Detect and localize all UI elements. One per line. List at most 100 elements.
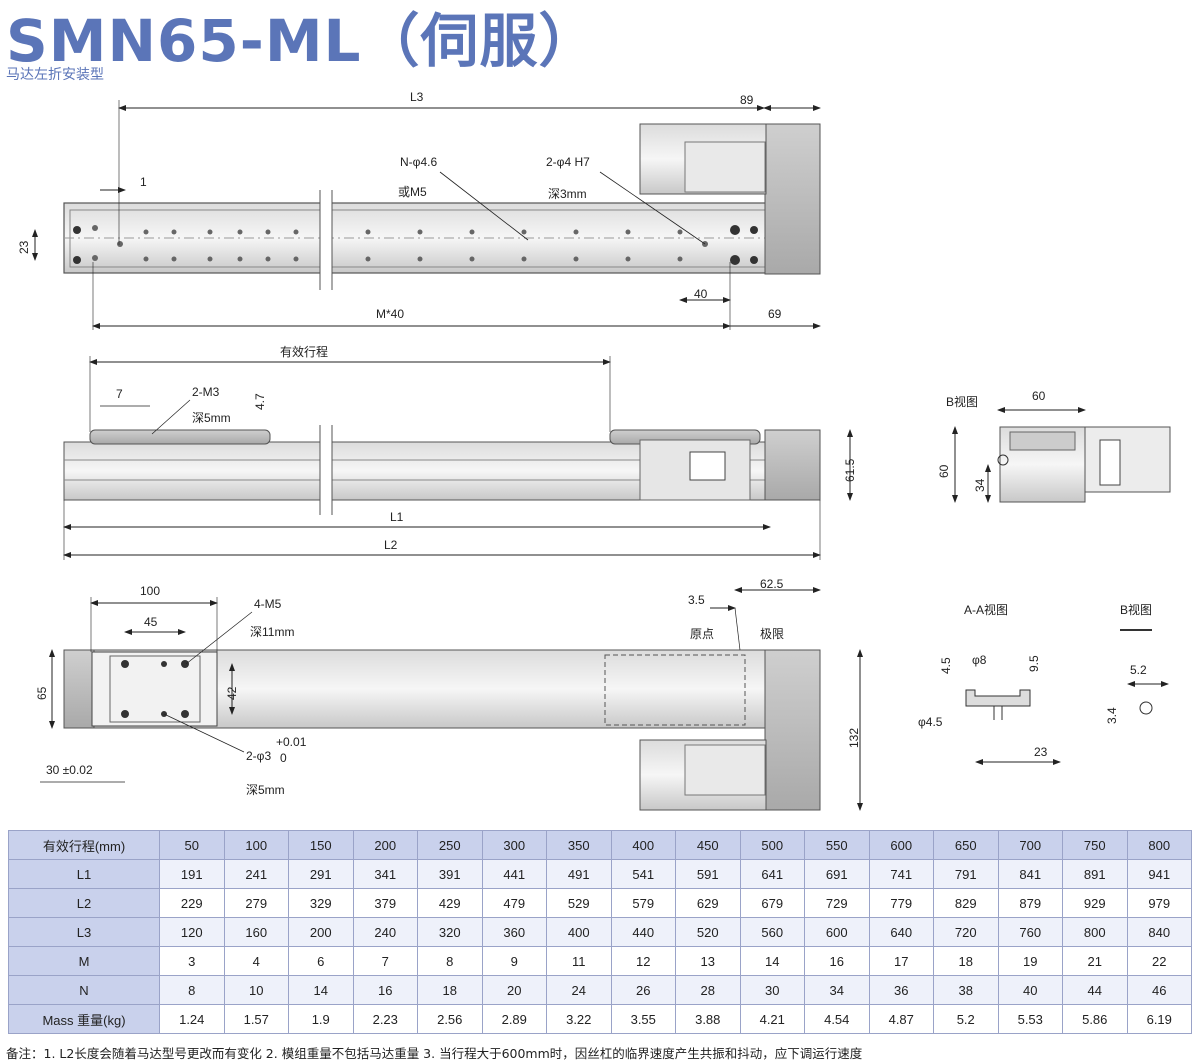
table-cell: 191 [159,859,225,889]
table-cell: 360 [481,917,547,947]
table-cell: 17 [868,946,934,976]
table-cell: 12 [610,946,676,976]
label-m5-depth: 深11mm [250,625,294,639]
table-cell: 24 [546,975,612,1005]
table-cell: 640 [868,917,934,947]
bottom-motor-housing [764,649,821,811]
table-cell: 8 [417,946,483,976]
label-pin3: 2-φ3 [246,749,271,763]
spec-table: 有效行程(mm) 50 100 150 200 250 300 350 400 … [8,830,1192,1034]
dim-4-7: 4.7 [253,393,267,410]
table-cell: 14 [288,975,354,1005]
table-cell: 20 [481,975,547,1005]
dim-L2: L2 [384,538,398,552]
table-cell: 19 [997,946,1063,976]
table-cell: 760 [997,917,1063,947]
table-cell: 560 [739,917,805,947]
table-cell: 34 [804,975,870,1005]
table-cell: 691 [804,859,870,889]
dim-45: 45 [144,615,158,629]
table-cell: 4.87 [868,1004,934,1034]
row-label: L3 [8,917,160,947]
table-cell: 750 [1062,830,1128,860]
table-cell: 30 [739,975,805,1005]
row-label: N [8,975,160,1005]
table-cell: 3.55 [610,1004,676,1034]
table-cell: 779 [868,888,934,918]
table-cell: 520 [675,917,741,947]
dim-23: 23 [17,240,31,254]
table-cell: 16 [804,946,870,976]
table-cell: 400 [610,830,676,860]
end-view: B视图 60 60 34 [937,389,1171,503]
table-cell: 1.9 [288,1004,354,1034]
row-label: M [8,946,160,976]
table-cell: 36 [868,975,934,1005]
dim-b-5-2: 5.2 [1130,663,1147,677]
dim-40: 40 [694,287,708,301]
table-cell: 541 [610,859,676,889]
table-cell: 6 [288,946,354,976]
table-cell: 729 [804,888,870,918]
label-m3: 2-M3 [192,385,220,399]
technical-drawing: L3 89 1 23 N-φ4.6 或M5 2-φ4 H7 深3mm 40 M*… [17,90,1171,811]
table-cell: 450 [675,830,741,860]
dim-b-3-4: 3.4 [1105,707,1119,724]
table-cell: 529 [546,888,612,918]
bottom-view: 100 45 4-M5 深11mm 65 42 2-φ3 +0.01 0 30 … [35,577,863,811]
dim-aa-phi8: φ8 [972,653,987,667]
dim-end-34: 34 [973,478,987,492]
table-cell: 320 [417,917,483,947]
table-cell: 400 [546,917,612,947]
side-carriage-left [89,429,271,445]
table-cell: 500 [739,830,805,860]
table-cell: 100 [223,830,289,860]
top-view: L3 89 1 23 N-φ4.6 或M5 2-φ4 H7 深3mm 40 M*… [17,90,821,330]
dim-61-5: 61.5 [843,458,857,482]
label-hole-n: N-φ4.6 [400,155,437,169]
table-cell: 550 [804,830,870,860]
row-label: L2 [8,888,160,918]
table-cell: 7 [352,946,418,976]
table-cell: 11 [546,946,612,976]
table-cell: 440 [610,917,676,947]
table-cell: 650 [933,830,999,860]
table-cell: 791 [933,859,999,889]
dim-62-5: 62.5 [760,577,784,591]
dim-30: 30 ±0.02 [46,763,93,777]
table-cell: 4.54 [804,1004,870,1034]
table-cell: 641 [739,859,805,889]
dim-3-5: 3.5 [688,593,705,607]
table-cell: 240 [352,917,418,947]
table-cell: 18 [417,975,483,1005]
table-cell: 891 [1062,859,1128,889]
table-cell: 1.24 [159,1004,225,1034]
dim-end-60h: 60 [937,464,951,478]
table-cell: 200 [288,917,354,947]
table-cell: 3 [159,946,225,976]
table-cell: 279 [223,888,289,918]
bottom-carriage [91,651,218,727]
label-pin-depth: 深3mm [548,187,587,201]
table-cell: 229 [159,888,225,918]
table-cell: 18 [933,946,999,976]
table-cell: 840 [1126,917,1192,947]
dim-132: 132 [847,728,861,748]
table-cell: 120 [159,917,225,947]
label-origin: 原点 [690,627,714,641]
table-cell: 2.89 [481,1004,547,1034]
side-motor-housing [764,429,821,501]
label-pin3-depth: 深5mm [246,783,285,797]
table-cell: 38 [933,975,999,1005]
table-cell: 379 [352,888,418,918]
table-cell: 5.2 [933,1004,999,1034]
side-view: 有效行程 7 2-M3 深5mm 4.7 L1 L2 61.5 [63,344,857,560]
page-subtitle: 马达左折安装型 [6,67,104,83]
table-cell: 200 [352,830,418,860]
table-cell: 879 [997,888,1063,918]
